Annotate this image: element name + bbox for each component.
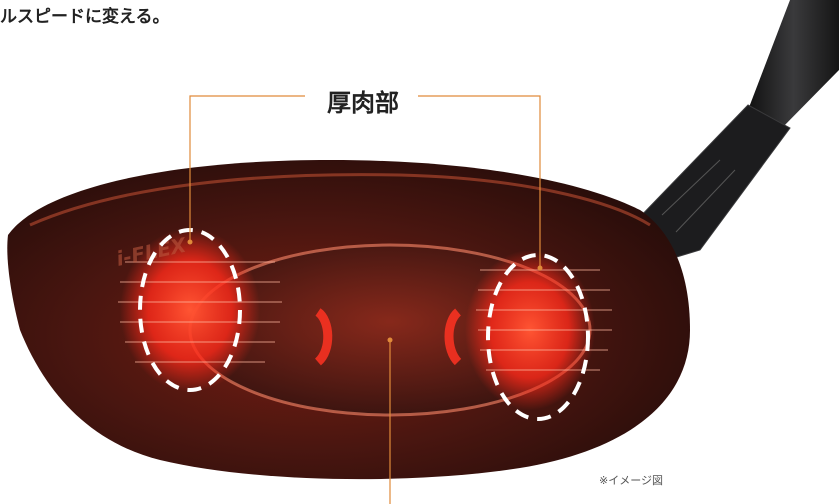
leader-dot-left	[188, 240, 193, 245]
club-shaft	[748, 0, 839, 130]
image-caption: ※イメージ図	[599, 472, 663, 488]
leader-dot-center	[388, 338, 393, 343]
thick-part-label: 厚肉部	[315, 83, 411, 118]
leader-dot-right	[538, 266, 543, 271]
